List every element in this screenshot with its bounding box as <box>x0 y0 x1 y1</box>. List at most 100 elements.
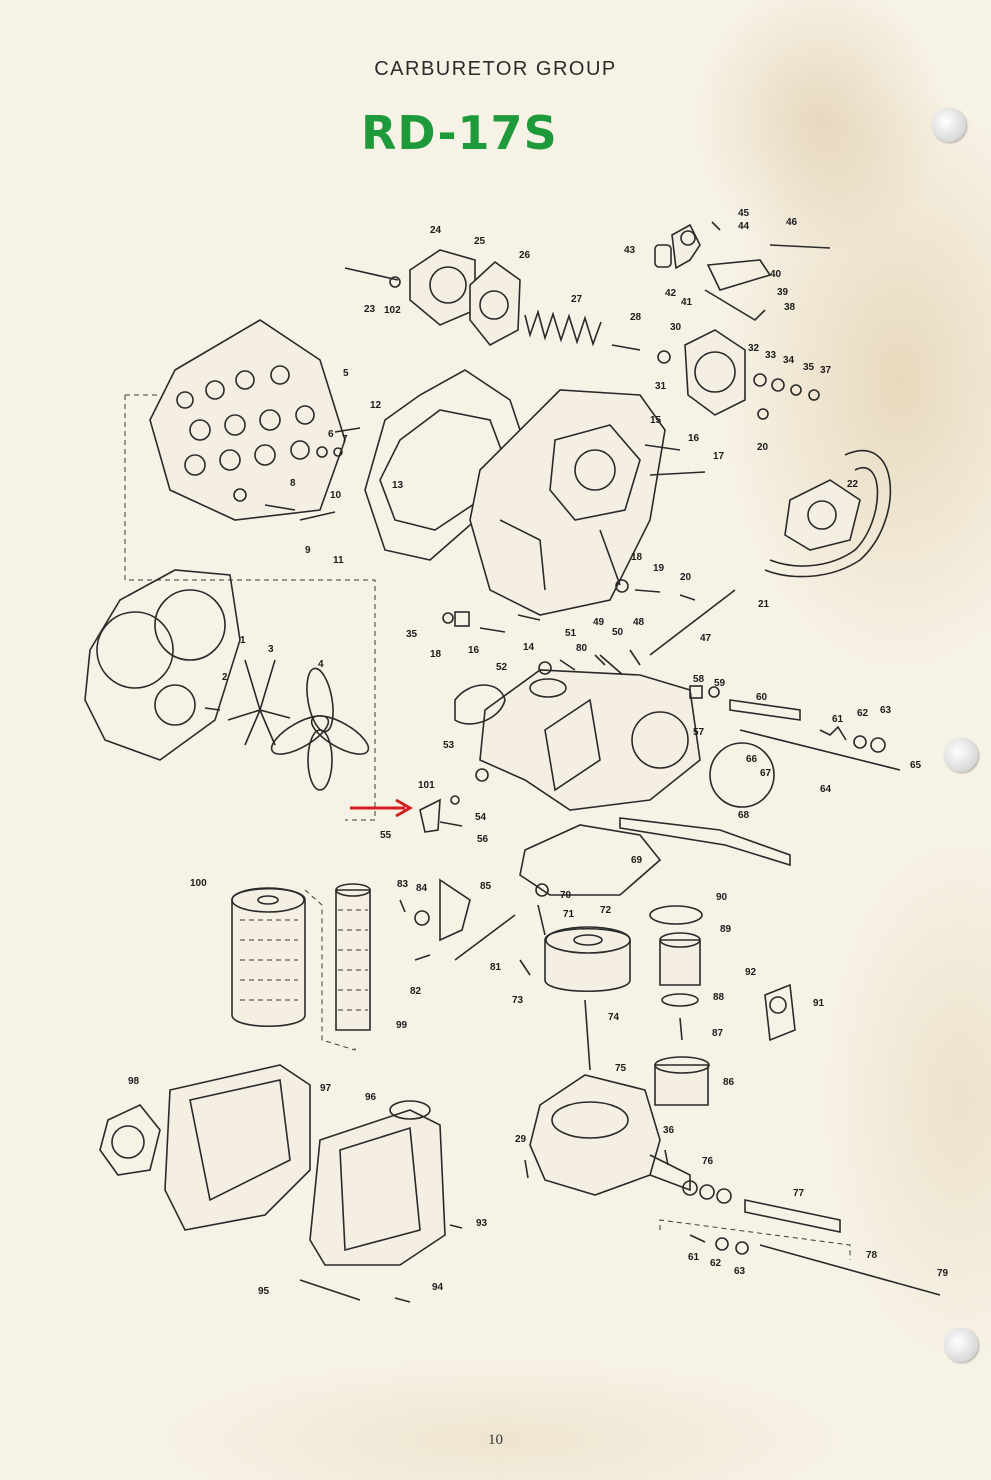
part-27-spring <box>524 309 602 347</box>
part-47-shaft <box>649 589 736 656</box>
callout-86: 86 <box>723 1077 735 1088</box>
parts-70-73 <box>519 883 549 976</box>
callout-11: 11 <box>333 555 344 566</box>
callout-76: 76 <box>702 1156 714 1167</box>
callout-97: 97 <box>320 1083 332 1094</box>
callout-17: 17 <box>713 451 725 462</box>
part-21-22-gasket <box>764 449 892 578</box>
callout-99: 99 <box>396 1020 408 1031</box>
part-40-linkage <box>654 221 831 322</box>
callout-18-lower: 18 <box>430 649 442 660</box>
page-title: CARBURETOR GROUP <box>374 58 617 80</box>
callout-68: 68 <box>738 810 750 821</box>
callout-67: 67 <box>760 768 772 779</box>
callout-93: 93 <box>476 1218 488 1229</box>
part-16-screw <box>644 444 681 451</box>
callout-3: 3 <box>268 644 274 655</box>
callout-22: 22 <box>847 479 859 490</box>
part-4-flower-valve <box>270 667 370 791</box>
callout-31: 31 <box>655 381 667 392</box>
callout-30: 30 <box>670 322 682 333</box>
callout-44: 44 <box>738 221 750 232</box>
callout-45: 45 <box>738 208 750 219</box>
red-pointer-arrow <box>350 798 414 818</box>
callout-8: 8 <box>290 478 296 489</box>
callout-57: 57 <box>693 727 705 738</box>
part-100-filter-element <box>231 887 306 1027</box>
callout-13: 13 <box>392 480 404 491</box>
callout-49: 49 <box>593 617 605 628</box>
callout-62-lower: 62 <box>710 1258 722 1269</box>
callout-92: 92 <box>745 967 757 978</box>
parts-54-56-101 <box>419 768 489 833</box>
binder-hole-top <box>932 108 966 142</box>
callout-89: 89 <box>720 924 732 935</box>
part-15-throttle-body <box>469 389 666 616</box>
callout-83: 83 <box>397 879 409 890</box>
part-72-float <box>544 926 631 992</box>
part-17-screw <box>649 471 706 476</box>
callout-1: 1 <box>240 635 246 646</box>
part-96-air-cleaner-cover <box>309 1100 446 1266</box>
callout-40: 40 <box>770 269 782 280</box>
parts-86-92-bowl <box>649 905 796 1106</box>
callout-32: 32 <box>748 343 760 354</box>
part-75-float-bowl <box>529 1074 691 1196</box>
callout-labels: 1 2 3 4 5 6 7 8 9 10 11 12 13 14 15 16 1… <box>128 208 949 1297</box>
callout-65: 65 <box>910 760 922 771</box>
part-28-pin <box>611 344 641 351</box>
part-74-stem <box>584 999 591 1071</box>
callout-39: 39 <box>777 287 789 298</box>
callout-23: 23 <box>364 304 376 315</box>
callout-36: 36 <box>663 1125 675 1136</box>
callout-53: 53 <box>443 740 455 751</box>
callout-14: 14 <box>523 642 535 653</box>
part-1-gasket <box>84 569 241 761</box>
callout-7: 7 <box>342 434 348 445</box>
callout-63-lower: 63 <box>734 1266 746 1277</box>
callout-96: 96 <box>365 1092 377 1103</box>
callout-66: 66 <box>746 754 758 765</box>
callout-29: 29 <box>515 1134 527 1145</box>
callout-55: 55 <box>380 830 392 841</box>
callout-25: 25 <box>474 236 486 247</box>
callout-48: 48 <box>633 617 645 628</box>
callout-95: 95 <box>258 1286 270 1297</box>
parts-93-95 <box>299 1149 669 1303</box>
part-97-air-cleaner-housing <box>99 1064 311 1231</box>
callout-2: 2 <box>222 672 228 683</box>
callout-35: 35 <box>803 362 815 373</box>
handwritten-model-label: RD-17S <box>361 106 558 160</box>
callout-46: 46 <box>786 217 798 228</box>
callout-79: 79 <box>937 1268 949 1279</box>
callout-20: 20 <box>757 442 769 453</box>
part-5-plate <box>149 319 346 521</box>
callout-42: 42 <box>665 288 677 299</box>
callout-102: 102 <box>384 305 401 316</box>
callout-88: 88 <box>713 992 725 1003</box>
small-screws-group <box>264 427 361 521</box>
callout-6: 6 <box>328 429 334 440</box>
callout-37: 37 <box>820 365 832 376</box>
callout-72: 72 <box>600 905 612 916</box>
callout-87: 87 <box>712 1028 724 1039</box>
part-2-screw <box>204 707 221 711</box>
dashed-assembly-line <box>304 889 356 1051</box>
callout-38: 38 <box>784 302 796 313</box>
callout-94: 94 <box>432 1282 444 1293</box>
callout-77: 77 <box>793 1188 805 1199</box>
callout-26: 26 <box>519 250 531 261</box>
callout-60: 60 <box>756 692 768 703</box>
callout-61: 61 <box>832 714 844 725</box>
callout-19: 19 <box>653 563 665 574</box>
callout-82: 82 <box>410 986 422 997</box>
part-57-carburetor-body <box>454 661 701 811</box>
callout-4: 4 <box>318 659 324 670</box>
part-24-26-housing <box>344 249 521 347</box>
callout-50: 50 <box>612 627 624 638</box>
callout-12: 12 <box>370 400 382 411</box>
callout-41: 41 <box>681 297 693 308</box>
part-68-lever <box>619 817 791 867</box>
part-32-pump-housing <box>657 329 820 420</box>
